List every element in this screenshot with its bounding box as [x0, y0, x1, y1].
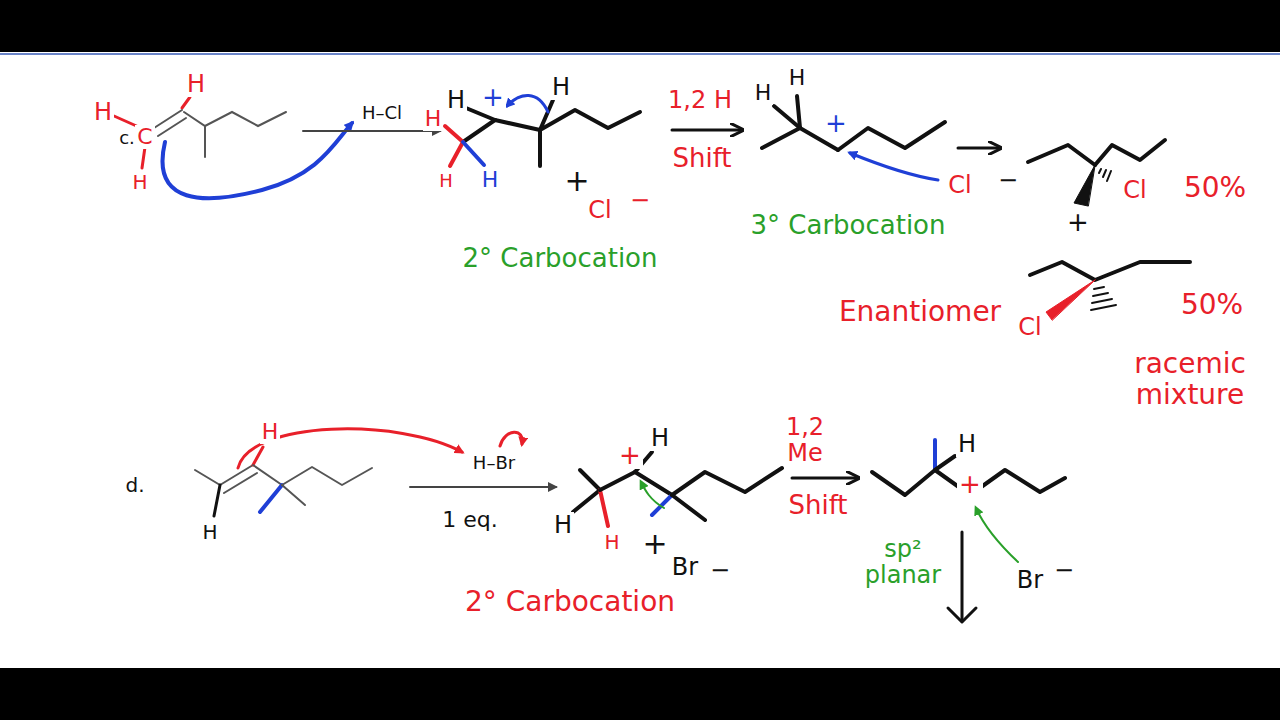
- annotation: 2° Carbocation: [460, 244, 659, 273]
- atom-label: H: [437, 171, 455, 191]
- charge-sign: +: [617, 441, 643, 470]
- atom-label: H: [956, 431, 978, 457]
- charge-sign: +: [640, 527, 669, 560]
- percentage: 50%: [1179, 290, 1245, 321]
- atom-label: H: [602, 531, 621, 553]
- atom-label: H: [260, 420, 281, 444]
- atom-label: H: [423, 107, 444, 131]
- atom-label: Cl: [1121, 177, 1148, 203]
- charge-sign: +: [562, 164, 591, 197]
- part-letter: c.: [117, 128, 137, 148]
- atom-label: H: [550, 74, 572, 100]
- atom-label: Cl: [586, 197, 613, 223]
- atom-label: H: [649, 425, 671, 451]
- step-label: Shift: [670, 144, 733, 173]
- part-letter: d.: [123, 474, 146, 496]
- reagent-label: H–Br: [471, 453, 517, 473]
- annotation: sp² planar: [851, 536, 955, 589]
- step-label: 1,2 Me: [773, 414, 837, 467]
- atom-label: H: [185, 71, 207, 97]
- charge-sign: +: [957, 470, 983, 499]
- charge-sign: +: [1065, 208, 1091, 237]
- step-label: 1,2 H: [666, 87, 734, 113]
- atom-label: Br: [670, 554, 700, 580]
- percentage: 50%: [1182, 173, 1248, 204]
- atom-label: H: [92, 99, 114, 125]
- atom-label: Cl: [1016, 314, 1043, 340]
- annotation: Enantiomer: [837, 297, 1003, 328]
- atom-label: H: [130, 171, 149, 193]
- annotation: 3° Carbocation: [748, 211, 947, 240]
- atom-label: Br: [1015, 567, 1045, 593]
- annotation: 2° Carbocation: [463, 587, 677, 618]
- step-label: Shift: [786, 491, 849, 520]
- charge-sign: +: [823, 109, 849, 138]
- charge-sign: −: [996, 167, 1020, 193]
- charge-sign: −: [708, 557, 732, 583]
- reagent-label: H–Cl: [360, 103, 404, 123]
- atom-label: H: [753, 81, 774, 105]
- atom-label: Cl: [946, 172, 973, 198]
- atom-label: H: [445, 87, 467, 113]
- reagent-note: 1 eq.: [440, 508, 499, 532]
- atom-label: H: [200, 521, 219, 543]
- charge-sign: −: [1052, 557, 1076, 583]
- atom-label: H: [480, 168, 501, 192]
- atom-label: C: [135, 125, 154, 149]
- atom-label: H: [787, 66, 808, 90]
- charge-sign: +: [480, 83, 506, 112]
- charge-sign: −: [628, 187, 652, 213]
- atom-label: H: [552, 512, 574, 538]
- annotation: racemic mixture: [1113, 349, 1267, 411]
